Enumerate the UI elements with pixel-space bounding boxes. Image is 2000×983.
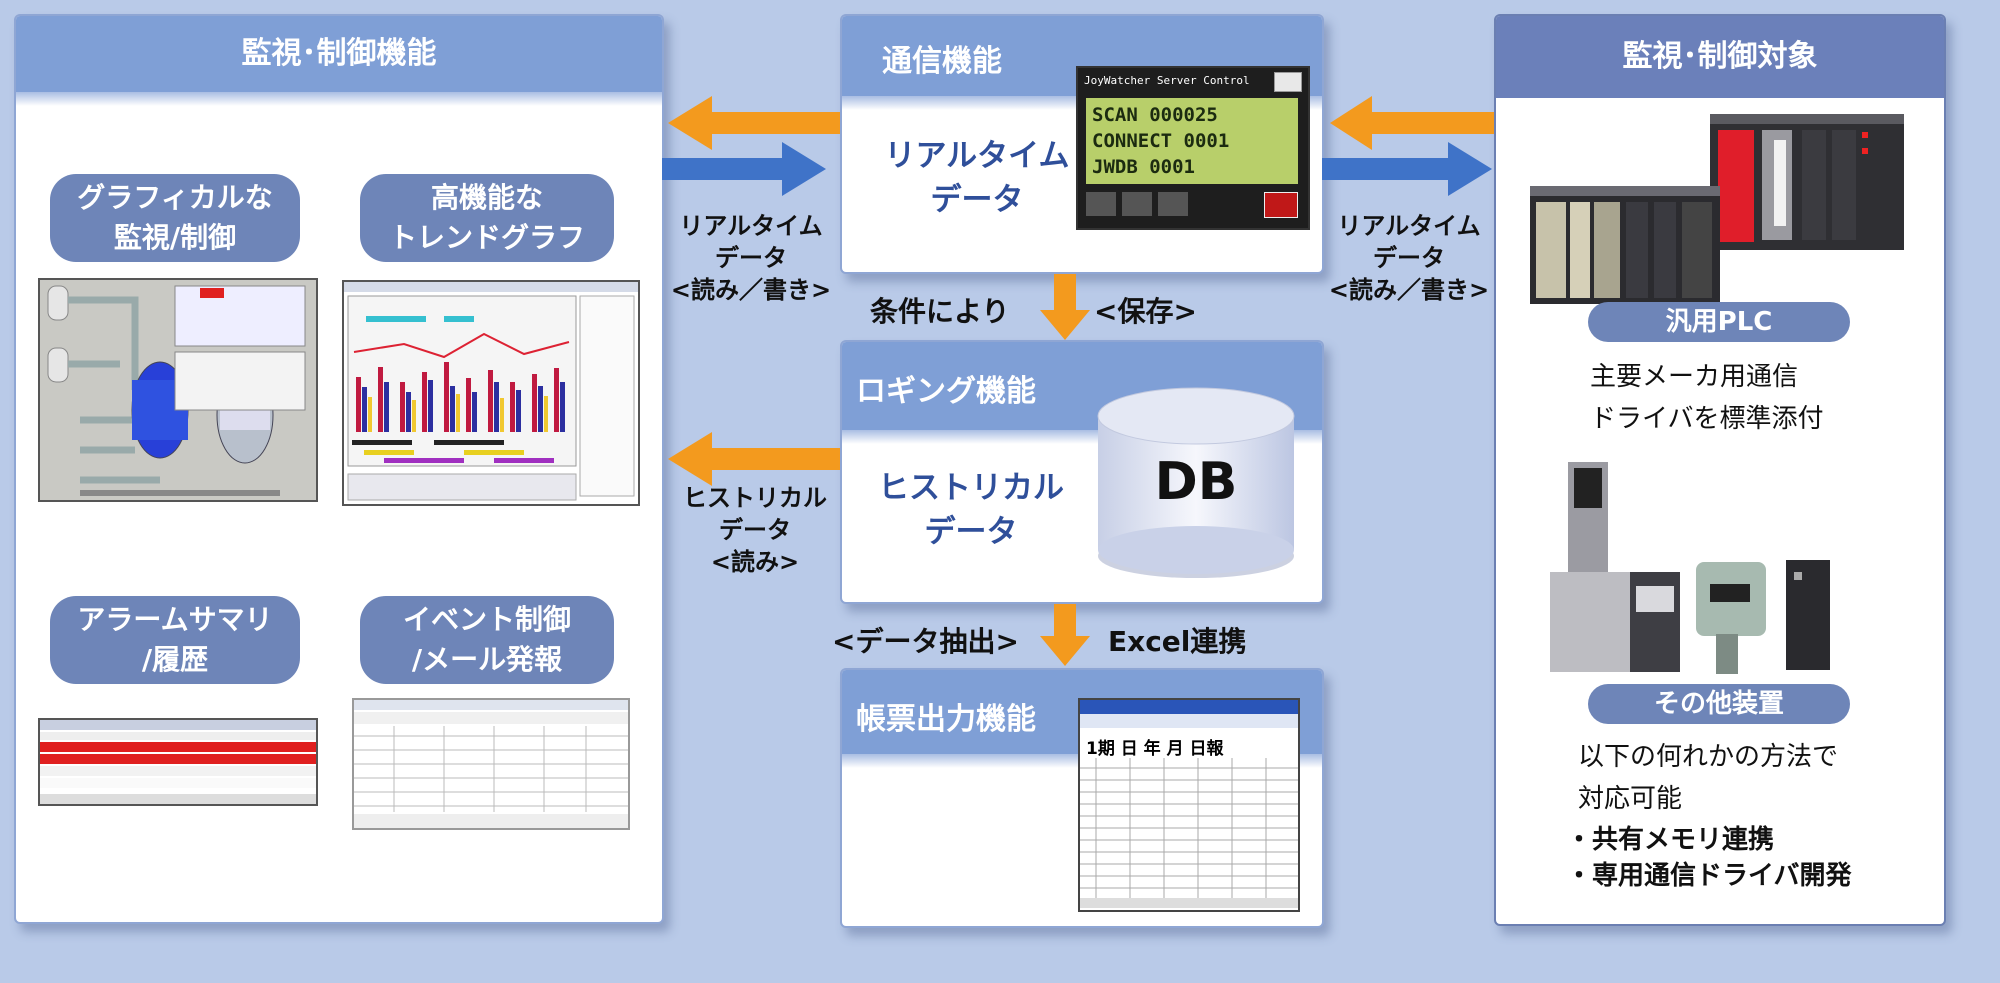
blue-arrow-right-top [662, 142, 826, 196]
blue-arrow-right-side [1322, 142, 1492, 196]
target-title: 監視･制御対象 [1622, 39, 1818, 74]
label-condition: 条件により [870, 295, 1010, 328]
sheet-header: 1期 日 年 月 日報 [1086, 739, 1224, 759]
lcd-display: SCAN 000025 CONNECT 0001 JWDB 0001 [1086, 98, 1298, 184]
orange-arrow-historical [668, 432, 840, 486]
pill-alarm-summary: アラームサマリ /履歴 [50, 596, 300, 684]
orange-arrow-right-side [1330, 96, 1494, 150]
report-panel: 帳票出力機能 1期 日 年 月 日報 [840, 668, 1324, 928]
comm-title: 通信機能 [882, 44, 1002, 79]
label-save: <保存> [1094, 295, 1197, 328]
db-label: DB [1154, 452, 1238, 512]
trend-chart-icon [344, 282, 638, 501]
label-historical: ヒストリカル データ <読み> [683, 484, 827, 576]
pill-graphical-monitoring: グラフィカルな 監視/制御 [50, 174, 300, 262]
label-left-realtime: リアルタイム データ <読み／書き> [670, 212, 832, 304]
comm-data-label: リアルタイム データ [884, 138, 1070, 218]
alarm-table-icon [40, 720, 316, 804]
power-icon[interactable] [1264, 192, 1298, 218]
report-spreadsheet: 1期 日 年 月 日報 [1078, 698, 1300, 912]
tag-general-plc: 汎用PLC [1588, 302, 1850, 342]
tag-other-devices: その他装置 [1588, 684, 1850, 724]
close-icon[interactable] [1274, 72, 1302, 92]
label-excel: Excel連携 [1108, 625, 1247, 658]
event-control-screenshot [352, 698, 630, 830]
server-control-title: JoyWatcher Server Control [1084, 74, 1250, 87]
trend-graph-screenshot [342, 280, 640, 506]
plc-description: 主要メーカ用通信 ドライバを標準添付 [1590, 362, 1824, 434]
pill-event-control: イベント制御 /メール発報 [360, 596, 614, 684]
graphical-monitoring-screenshot [38, 278, 318, 502]
alarm-summary-screenshot [38, 718, 318, 806]
plc-rack-icon [1530, 114, 1904, 304]
play-button[interactable] [1086, 192, 1116, 216]
stop-button[interactable] [1122, 192, 1152, 216]
event-table-icon [354, 700, 628, 828]
label-right-realtime: リアルタイム データ <読み／書き> [1328, 212, 1490, 304]
report-title: 帳票出力機能 [856, 702, 1036, 737]
logging-data-label: ヒストリカル データ [878, 470, 1064, 550]
pill-trend-graph: 高機能な トレンドグラフ [360, 174, 614, 262]
other-devices-icon [1550, 462, 1830, 674]
monitor-control-header: 監視･制御機能 [16, 16, 662, 92]
server-control-window: JoyWatcher Server Control SCAN 000025 CO… [1076, 66, 1310, 230]
comm-panel: 通信機能 リアルタイム データ JoyWatcher Server Contro… [840, 14, 1324, 274]
label-extract: <データ抽出> [832, 625, 1019, 658]
target-panel: 監視･制御対象 汎用PLC 主要メーカ用通信 ドライバを標準添付 [1494, 14, 1946, 926]
tool-button[interactable] [1158, 192, 1188, 216]
monitor-control-panel: 監視･制御機能 グラフィカルな 監視/制御 高機能な トレンドグラフ アラームサ… [14, 14, 664, 924]
orange-arrow-down-save [1040, 274, 1090, 340]
monitor-control-title: 監視･制御機能 [241, 36, 437, 71]
other-description: 以下の何れかの方法で 対応可能 [1578, 742, 1839, 814]
logging-panel: ロギング機能 ヒストリカル データ DB [840, 340, 1324, 604]
other-bullets: ・共有メモリ連携 ・専用通信ドライバ開発 [1566, 825, 1852, 891]
logging-title: ロギング機能 [856, 374, 1036, 409]
plant-diagram-icon [40, 280, 316, 500]
sheet-grid-icon [1080, 758, 1298, 908]
orange-arrow-down-extract [1040, 604, 1090, 666]
database-icon [1097, 387, 1295, 578]
orange-arrow-left-top [668, 96, 840, 150]
